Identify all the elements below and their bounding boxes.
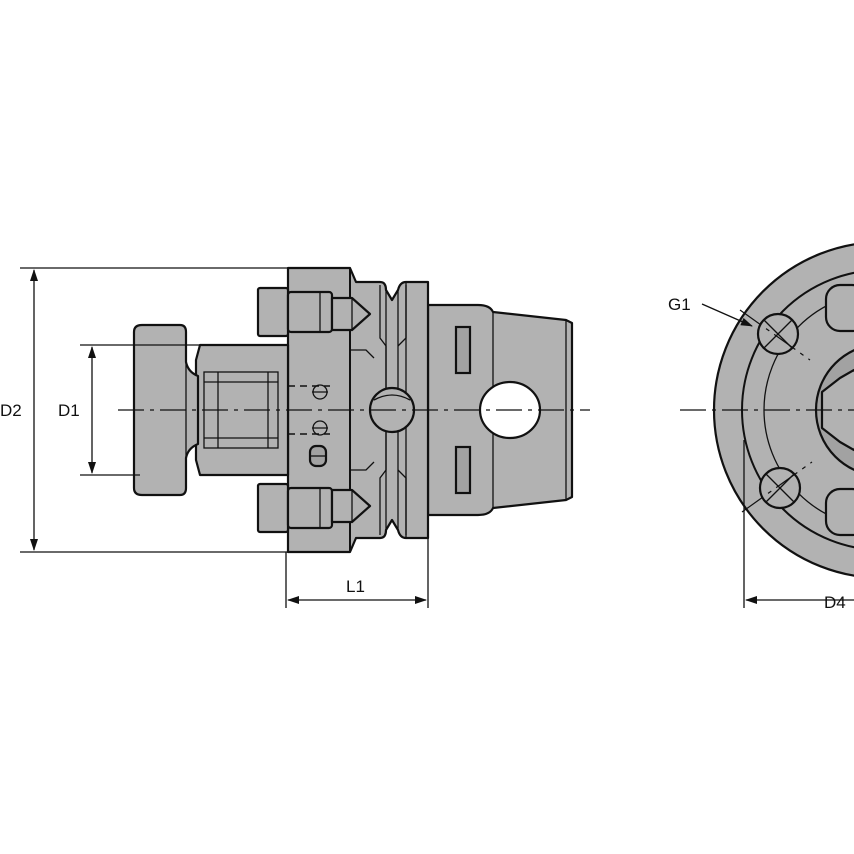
shank-slot-bottom — [454, 445, 472, 495]
label-d1: D1 — [58, 401, 80, 420]
label-d2: D2 — [0, 401, 22, 420]
upper-screw — [256, 286, 375, 359]
label-g1: G1 — [668, 295, 691, 314]
callout-g1: G1 — [668, 295, 753, 327]
shank-slot-top — [454, 325, 472, 375]
coolant-fittings — [308, 384, 328, 468]
lower-screw — [256, 461, 375, 534]
dimension-d1: D1 — [58, 344, 200, 476]
dimension-d2: D2 — [0, 267, 288, 553]
label-l1: L1 — [346, 577, 365, 596]
pilot-body — [194, 343, 290, 477]
label-d4: D4 — [824, 593, 846, 612]
dimension-d4: D4 — [743, 440, 854, 612]
dimension-l1: L1 — [285, 538, 429, 608]
